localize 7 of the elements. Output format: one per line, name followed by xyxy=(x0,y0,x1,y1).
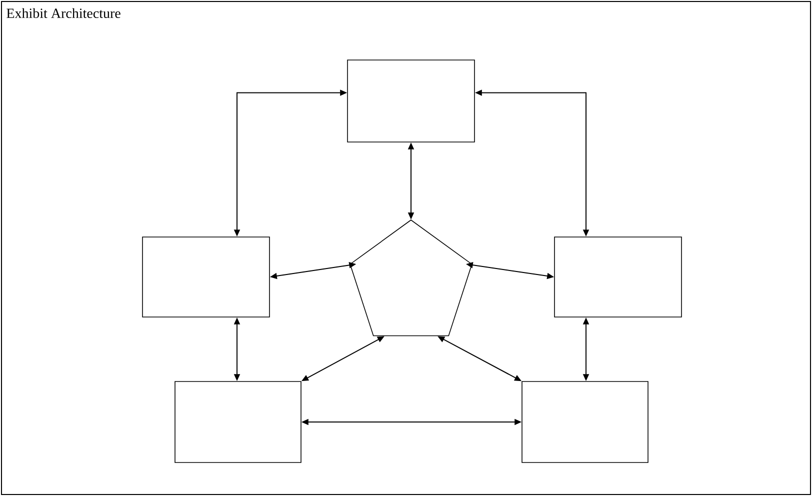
empty-box xyxy=(347,60,475,142)
empty-box xyxy=(522,381,648,463)
title: Exhibit Architecture xyxy=(6,8,120,18)
pentagon-shape xyxy=(350,220,472,336)
empty-box xyxy=(174,381,302,463)
empty-box xyxy=(554,236,682,318)
empty-box xyxy=(142,236,270,318)
